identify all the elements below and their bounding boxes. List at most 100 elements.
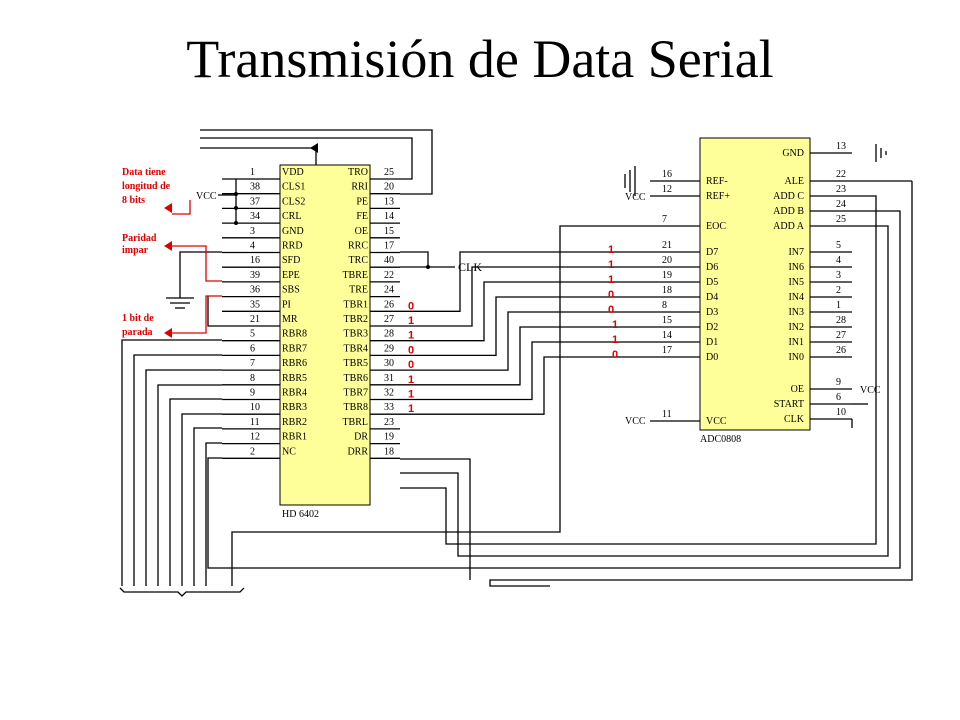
bus-brace: [119, 587, 245, 597]
uart-tbr-bit: 0: [408, 359, 414, 371]
uart-left-pin-name: PI: [282, 299, 291, 310]
uart-left-pin-name: RRD: [282, 241, 303, 252]
uart-tbr-bit: 1: [408, 330, 414, 342]
uart-part-label: HD 6402: [282, 509, 319, 520]
rbr-bus-wire: [205, 442, 222, 586]
adc-right-pin-number: 3: [836, 270, 841, 281]
uart-right-pin-name: TRE: [349, 285, 368, 296]
uart-tbr-bit: 1: [408, 403, 414, 415]
adc-left-pin-number: 7: [662, 214, 667, 225]
uart-left-pin-number: 34: [250, 211, 260, 222]
uart-right-pin-name: TBR1: [344, 299, 368, 310]
adc-left-pin-name: D3: [706, 307, 718, 318]
uart-right-pin-number: 14: [384, 211, 394, 222]
uart-right-pin-number: 19: [384, 432, 394, 443]
junction-dot: [426, 265, 430, 269]
adc-chip: ADC080816REF-12REF+7EOC21D720D619D518D48…: [662, 137, 846, 445]
adc-right-pin-name: IN0: [788, 352, 804, 363]
adc-left-pin-number: 16: [662, 169, 672, 180]
rbr-bus-wire: [145, 369, 222, 586]
adc-data-bit: 1: [612, 319, 618, 331]
uart-left-pin-number: 16: [250, 255, 260, 266]
uart-left-pin-name: CLS2: [282, 196, 305, 207]
uart-left-pin-number: 5: [250, 329, 255, 340]
adc-right-pin-name: ADD A: [773, 221, 805, 232]
uart-vcc-label: VCC: [196, 191, 217, 202]
adc-left-pin-number: 11: [662, 409, 672, 420]
uart-right-pin-number: 15: [384, 226, 394, 237]
uart-tbr-bit: 1: [408, 389, 414, 401]
uart-right-pin-name: RRC: [348, 241, 368, 252]
adc-right-pin-number: 4: [836, 255, 841, 266]
uart-left-pin-name: RBR5: [282, 373, 307, 384]
uart-left-pin-name: RBR4: [282, 388, 307, 399]
uart-right-pin-name: TRO: [348, 167, 368, 178]
parity-arrow: [164, 241, 172, 251]
adc-oe-vcc-label: VCC: [860, 385, 881, 396]
uart-right-pin-number: 32: [384, 388, 394, 399]
junction-dot: [234, 206, 238, 210]
feedback-wire-top: [200, 129, 433, 195]
parity-annotation: Paridad: [122, 233, 157, 244]
gnd-wire: [179, 251, 222, 298]
adc-right-pin-name: GND: [782, 148, 804, 159]
uart-left-pin-name: SBS: [282, 285, 300, 296]
uart-right-pin-number: 23: [384, 417, 394, 428]
stop-bit-arrow: [164, 328, 172, 338]
adc-right-pin-name: START: [774, 399, 804, 410]
clk-label: CLK: [458, 260, 482, 274]
uart-left-pin-name: RBR3: [282, 402, 307, 413]
tbr-adc-wire: [400, 281, 650, 342]
uart-right-pin-number: 17: [384, 241, 394, 252]
uart-right-pin-name: TBR7: [344, 388, 368, 399]
feedback-arrow: [310, 143, 318, 153]
wires: [119, 129, 913, 597]
adc-right-pin-number: 5: [836, 240, 841, 251]
adc-right-pin-number: 2: [836, 285, 841, 296]
uart-right-pin-number: 27: [384, 314, 394, 325]
uart-body: [279, 164, 371, 506]
adc-vcc-ref-label: VCC: [625, 192, 646, 203]
adc-left-pin-number: 12: [662, 184, 672, 195]
uart-tbr-bit: 0: [408, 300, 414, 312]
uart-right-pin-number: 22: [384, 270, 394, 281]
adc-data-bit: 0: [608, 289, 614, 301]
uart-left-pin-name: VDD: [282, 167, 304, 178]
uart-right-pin-number: 18: [384, 446, 394, 457]
adc-data-bit: 1: [612, 334, 618, 346]
uart-right-pin-number: 31: [384, 373, 394, 384]
feedback-wire-arrow: [200, 147, 317, 165]
tbr-adc-wire: [400, 296, 650, 357]
uart-right-pin-number: 13: [384, 196, 394, 207]
uart-right-pin-number: 24: [384, 285, 394, 296]
adc-vcc-label: VCC: [625, 416, 646, 427]
stop-bit-annotation: 1 bit de: [122, 313, 154, 324]
uart-left-pin-number: 9: [250, 388, 255, 399]
adc-data-bit: 0: [608, 304, 614, 316]
uart-left-pin-number: 3: [250, 226, 255, 237]
adc-right-pin-number: 13: [836, 141, 846, 152]
uart-right-pin-number: 25: [384, 167, 394, 178]
uart-right-pin-name: DRR: [347, 446, 368, 457]
data-length-annotation: 8 bits: [122, 195, 145, 206]
adda-wire: [400, 225, 889, 557]
adc-right-pin-number: 23: [836, 184, 846, 195]
adc-left-pin-name: REF+: [706, 191, 730, 202]
adc-left-pin-number: 20: [662, 255, 672, 266]
adc-right-pin-number: 27: [836, 330, 846, 341]
adc-right-pin-number: 9: [836, 377, 841, 388]
uart-left-pin-number: 21: [250, 314, 260, 325]
tbr-adc-wire: [400, 311, 650, 371]
adc-left-pin-number: 14: [662, 330, 672, 341]
tbr-adc-wire: [400, 341, 650, 401]
parity-annotation: impar: [122, 245, 149, 256]
rbr-bus-wire: [181, 413, 222, 586]
rbr-bus-wire: [193, 427, 222, 586]
uart-right-pin-name: TBR6: [344, 373, 368, 384]
adc-left-pin-name: D4: [706, 292, 718, 303]
slide-title: Transmisión de Data Serial: [186, 29, 774, 89]
uart-left-pin-name: RBR2: [282, 417, 307, 428]
tro-wire: [200, 137, 413, 180]
